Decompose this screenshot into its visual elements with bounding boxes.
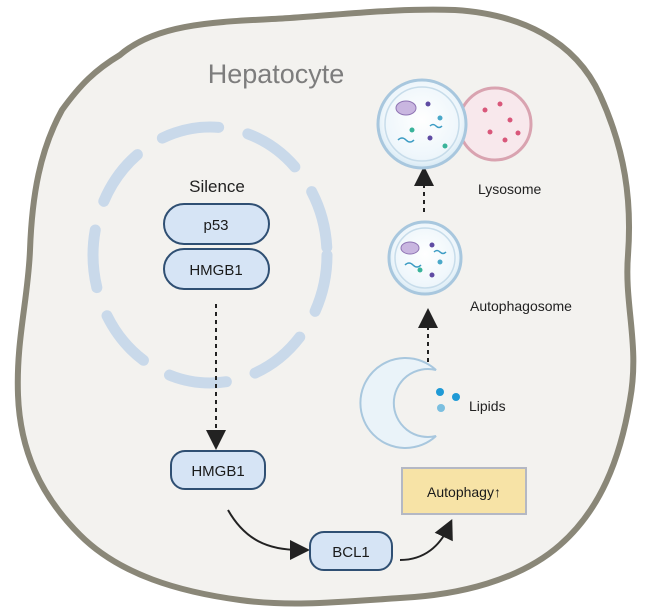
lysosome [457,86,533,162]
hmgb1-nuclear-protein: HMGB1 [163,248,270,290]
lipids-label: Lipids [469,398,506,414]
nucleus-label: Silence [189,177,245,196]
p53-label: p53 [203,217,228,234]
p53-protein: p53 [163,203,270,245]
autophagosome [387,220,463,296]
autophagosome-label: Autophagosome [470,298,572,314]
lipids-phagophore [359,357,460,449]
bcl1-protein: BCL1 [309,531,393,571]
hmgb1-to-bcl1-arrow [227,509,310,560]
hmgb1-cytoplasmic-label: HMGB1 [191,463,244,480]
bcl1-to-autophagy-arrow [399,518,453,561]
lipid-droplet [436,388,444,396]
autophagy-label: Autophagy↑ [427,484,501,500]
hmgb1-nuclear-label: HMGB1 [189,262,242,279]
autophagy-box: Autophagy↑ [401,467,527,515]
lipid-droplet [437,404,445,412]
hmgb1-cytoplasmic-protein: HMGB1 [170,450,266,490]
nuclear-envelope [87,121,333,389]
fusing-autophagosome [376,78,468,170]
lysosome-label: Lysosome [478,181,542,197]
bcl1-label: BCL1 [332,544,370,561]
cell-label: Hepatocyte [208,59,345,89]
lipid-droplet [452,393,460,401]
